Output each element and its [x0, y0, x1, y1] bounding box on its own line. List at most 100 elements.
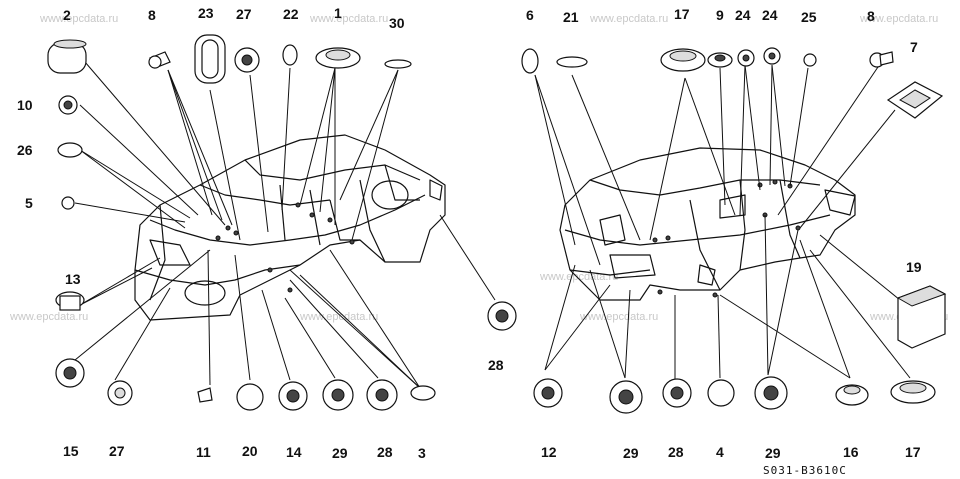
callout-15: 15 [63, 443, 79, 459]
hole-marker [233, 230, 239, 236]
grommet-27-icon [114, 387, 126, 399]
hole-marker [657, 289, 663, 295]
callout-22: 22 [283, 6, 299, 22]
grommet-29-icon [331, 388, 345, 402]
callout-16: 16 [843, 444, 859, 460]
hole-marker [225, 225, 231, 231]
callout-26: 26 [17, 142, 33, 158]
grommet-15-icon [63, 366, 77, 380]
clip-11-icon [197, 387, 213, 403]
left-parts [47, 34, 517, 411]
callout-17: 17 [905, 444, 921, 460]
callout-7: 7 [910, 39, 918, 55]
callout-29: 29 [332, 445, 348, 461]
watermark: www.epcdata.ru [39, 13, 118, 25]
right-car-body [559, 147, 856, 301]
grommet-10-icon [63, 100, 73, 110]
grommet-14-icon [286, 389, 300, 403]
grommet-13-icon [59, 295, 81, 311]
callout-29: 29 [623, 445, 639, 461]
grommet-29-icon [618, 389, 634, 405]
grommet-17-icon [899, 382, 927, 394]
callout-12: 12 [541, 444, 557, 460]
callout-27: 27 [109, 443, 125, 459]
callout-5: 5 [25, 195, 33, 211]
watermark: www.epcdata.ru [299, 311, 378, 323]
seal-22-icon [282, 44, 298, 66]
hole-marker [712, 292, 718, 298]
clip-5-icon [61, 196, 75, 210]
seal-30-icon [384, 59, 412, 69]
callout-8: 8 [148, 7, 156, 23]
callout-14: 14 [286, 444, 302, 460]
callout-17: 17 [674, 6, 690, 22]
hole-marker [287, 287, 293, 293]
grommet-29-icon [763, 385, 779, 401]
grommet-9-icon [714, 54, 726, 62]
callout-6: 6 [526, 7, 534, 23]
grommet-26-icon [57, 142, 83, 158]
plug-20-icon [236, 383, 264, 411]
callout-27: 27 [236, 6, 252, 22]
callout-24: 24 [762, 7, 778, 23]
right-parts [521, 47, 947, 414]
callout-25: 25 [801, 9, 817, 25]
seal-21-icon [556, 56, 588, 68]
hole-marker [267, 267, 273, 273]
callout-29: 29 [765, 445, 781, 461]
hole-marker [795, 225, 801, 231]
callout-9: 9 [716, 7, 724, 23]
callout-23: 23 [198, 5, 214, 21]
plug-8-icon [148, 55, 162, 69]
plug-23-icon [201, 39, 219, 79]
grommet-16-icon [843, 385, 861, 395]
hole-marker [215, 235, 221, 241]
watermark: www.epcdata.ru [579, 311, 658, 323]
watermark: www.epcdata.ru [539, 271, 618, 283]
grommet-17-icon [669, 50, 697, 62]
callout-4: 4 [716, 444, 724, 460]
hole-marker [349, 239, 355, 245]
callout-28: 28 [668, 444, 684, 460]
callout-3: 3 [418, 445, 426, 461]
right-leader-lines [534, 63, 911, 380]
callout-21: 21 [563, 9, 579, 25]
callout-19: 19 [906, 259, 922, 275]
grommet-28-icon [495, 309, 509, 323]
left-labels: 2 8 23 27 22 1 30 10 26 5 13 15 27 11 20… [17, 5, 504, 461]
grommet-28-icon [375, 388, 389, 402]
watermark: www.epcdata.ru [9, 311, 88, 323]
callout-2: 2 [63, 7, 71, 23]
seal-6-icon [521, 48, 539, 74]
watermark: www.epcdata.ru [309, 13, 388, 25]
plug-8-icon [879, 51, 894, 66]
clip-25-icon [803, 53, 817, 67]
seal-3-icon [410, 385, 436, 401]
grommet-27-icon [241, 54, 253, 66]
callout-28: 28 [377, 444, 393, 460]
callout-30: 30 [389, 15, 405, 31]
callout-11: 11 [196, 444, 211, 460]
grommet-28-icon [670, 386, 684, 400]
cover-7-icon [899, 89, 931, 109]
right-labels: 6 21 17 9 24 24 25 8 7 19 12 29 28 4 29 … [526, 6, 922, 461]
grommet-24-icon [768, 52, 776, 60]
hole-marker [652, 237, 658, 243]
grommet-24-icon [742, 54, 750, 62]
callout-20: 20 [242, 443, 258, 459]
callout-28: 28 [488, 357, 504, 373]
watermark: www.epcdata.ru [859, 13, 938, 25]
hole-marker [665, 235, 671, 241]
grommet-1-icon [325, 49, 351, 61]
grommet-12-icon [541, 386, 555, 400]
hole-marker [309, 212, 315, 218]
hole-marker [772, 179, 778, 185]
callout-24: 24 [735, 7, 751, 23]
plug-2-icon [53, 39, 87, 49]
pad-19-icon [896, 285, 947, 307]
callout-1: 1 [334, 5, 342, 21]
callout-10: 10 [17, 97, 33, 113]
diagram-code: S031-B3610C [763, 464, 847, 477]
